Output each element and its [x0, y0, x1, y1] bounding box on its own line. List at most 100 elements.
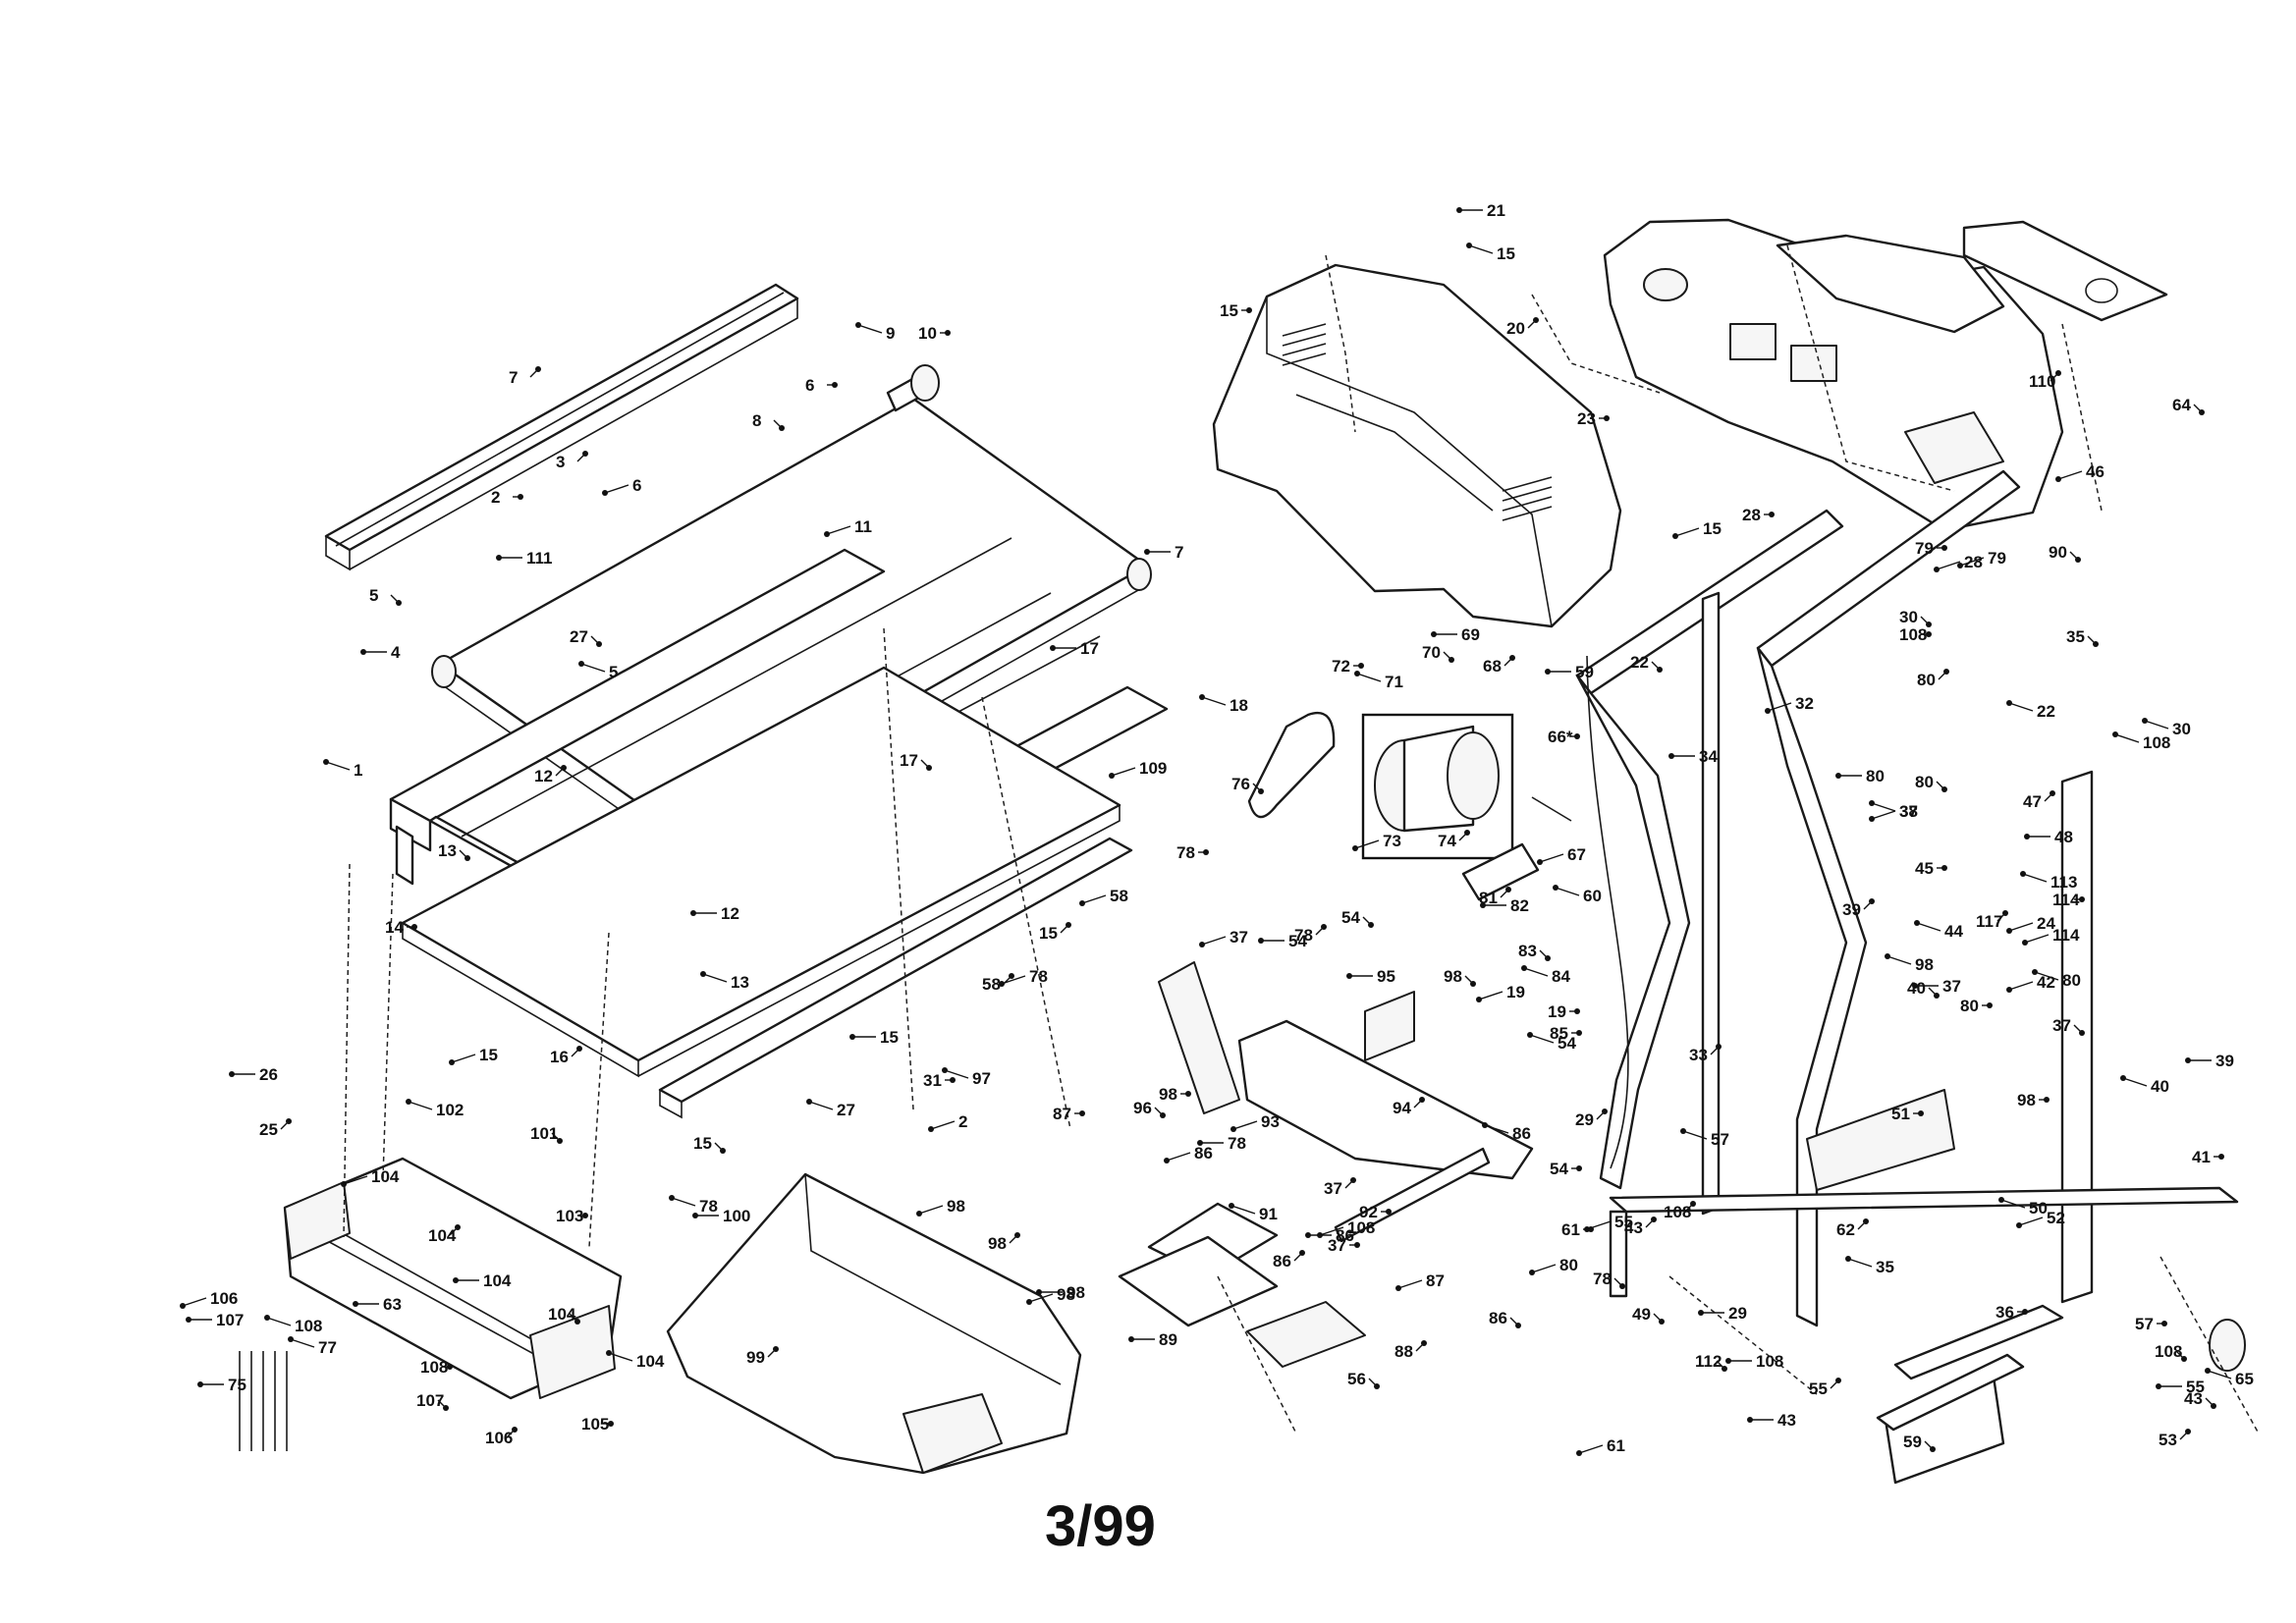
callout-28: 28	[1742, 506, 1761, 524]
leader-dot	[496, 555, 502, 561]
leader-dot	[1576, 1030, 1582, 1036]
callout-98: 98	[1444, 967, 1462, 986]
leader-dot	[1079, 900, 1085, 906]
callout-60: 60	[1583, 887, 1602, 905]
callout-79: 79	[1915, 539, 1934, 558]
callout-107: 107	[416, 1391, 444, 1410]
callout-64: 64	[2172, 396, 2191, 414]
callout-16: 16	[550, 1048, 569, 1066]
callout-80: 80	[1559, 1256, 1578, 1274]
callout-27: 27	[570, 627, 588, 646]
callout-54: 54	[1558, 1034, 1576, 1053]
callout-12: 12	[534, 767, 553, 785]
leader-dot	[1941, 865, 1947, 871]
leader-dot	[1722, 1366, 1727, 1372]
callout-67: 67	[1567, 845, 1586, 864]
leader-dot	[360, 649, 366, 655]
leader-dot	[2079, 1030, 2085, 1036]
leader-dot	[286, 1118, 292, 1124]
callout-103: 103	[556, 1207, 583, 1225]
leader-dot	[2032, 969, 2038, 975]
callout-6: 6	[805, 376, 814, 395]
leader-dot	[2002, 910, 2008, 916]
leader-dot	[2185, 1057, 2191, 1063]
callout-86: 86	[1336, 1226, 1354, 1245]
leader-dot	[180, 1303, 186, 1309]
callout-72: 72	[1332, 657, 1350, 676]
leader-dot	[1698, 1310, 1704, 1316]
leader-dot	[1246, 307, 1252, 313]
leader-line	[1555, 887, 1580, 896]
leader-line	[918, 1205, 944, 1215]
leader-dot	[1066, 922, 1071, 928]
leader-dot	[453, 1277, 459, 1283]
callout-58: 58	[982, 975, 1001, 994]
callout-74: 74	[1438, 832, 1456, 850]
callout-13: 13	[731, 973, 749, 992]
leader-line	[1478, 991, 1503, 1001]
motor-pulley-assembly	[1361, 713, 1572, 860]
leader-line	[608, 1352, 633, 1362]
leader-dot	[849, 1034, 855, 1040]
callout-104: 104	[483, 1271, 512, 1290]
callout-26: 26	[259, 1065, 278, 1084]
leader-line	[2034, 971, 2059, 981]
leader-dot	[608, 1421, 614, 1427]
leader-dot	[1987, 1002, 1993, 1008]
leader-dot	[1576, 1450, 1582, 1456]
callout-98: 98	[988, 1234, 1007, 1253]
callout-106: 106	[485, 1429, 513, 1447]
callout-52: 52	[2047, 1209, 2065, 1227]
leader-dot	[669, 1195, 675, 1201]
callout-3: 3	[556, 453, 565, 471]
leader-dot	[561, 765, 567, 771]
callout-94: 94	[1393, 1099, 1411, 1117]
callout-8: 8	[752, 411, 761, 430]
leader-dot	[1930, 1446, 1936, 1452]
leader-dot	[2185, 1429, 2191, 1434]
leader-dot	[1941, 545, 1947, 551]
callout-63: 63	[383, 1295, 402, 1314]
leader-dot	[1299, 1250, 1305, 1256]
leader-line	[2008, 981, 2034, 991]
callout-24: 24	[2037, 914, 2055, 933]
callout-58: 58	[1110, 887, 1128, 905]
leader-dot	[1588, 1226, 1594, 1232]
callout-108: 108	[2143, 733, 2170, 752]
leader-dot	[779, 425, 785, 431]
callout-17: 17	[1080, 639, 1099, 658]
callout-22: 22	[1630, 653, 1649, 672]
leader-line	[1001, 975, 1026, 985]
leader-dot	[1835, 1378, 1841, 1383]
callout-30: 30	[2172, 720, 2191, 738]
leader-dot	[1197, 1140, 1203, 1146]
leader-line	[1886, 955, 1912, 965]
leader-dot	[1431, 631, 1437, 637]
leader-dot	[1529, 1270, 1535, 1275]
leader-dot	[2044, 1097, 2050, 1103]
leader-line	[1201, 936, 1227, 946]
leader-dot	[1050, 645, 1056, 651]
leader-dot	[1657, 667, 1663, 673]
motor-controller	[1118, 1202, 1366, 1368]
leader-line	[1916, 922, 1941, 932]
callout-73: 73	[1383, 832, 1401, 850]
callout-69: 69	[1461, 625, 1480, 644]
callout-4: 4	[391, 643, 401, 662]
leader-dot	[1914, 920, 1920, 926]
handrail-left	[1586, 655, 1629, 1169]
leader-dot	[447, 1364, 453, 1370]
callout-108: 108	[295, 1317, 322, 1335]
callout-37: 37	[1942, 977, 1961, 996]
leader-line	[1674, 527, 1700, 537]
callout-17: 17	[900, 751, 918, 770]
leader-dot	[700, 971, 706, 977]
leader-dot	[2161, 1321, 2167, 1326]
callout-78: 78	[1228, 1134, 1246, 1153]
callout-32: 32	[1795, 694, 1814, 713]
leader-dot	[264, 1315, 270, 1321]
leader-line	[2022, 873, 2048, 883]
callout-54: 54	[1550, 1160, 1568, 1178]
leader-dot	[1419, 1097, 1425, 1103]
